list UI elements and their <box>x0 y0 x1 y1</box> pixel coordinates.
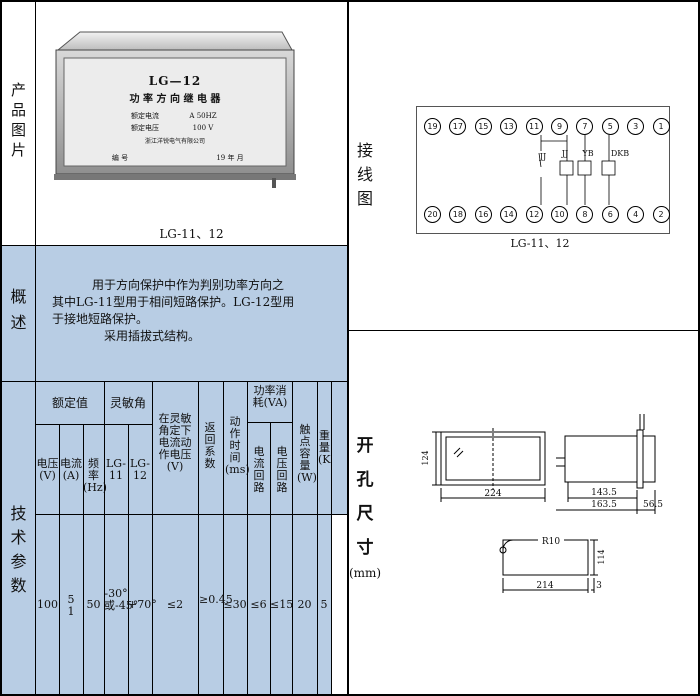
params-header-bg <box>36 382 348 514</box>
terminal-5: 5 <box>601 118 619 135</box>
terminal-17: 17 <box>449 118 467 135</box>
overview-label: 概述 <box>10 287 27 332</box>
spec-line1-value: A 50HZ <box>189 112 217 120</box>
dim-depth2: 163.5 <box>591 500 617 510</box>
serial-label: 编 号 <box>111 154 129 162</box>
value-power-current: ≤6 <box>250 598 267 611</box>
value-return-coef: ≥0.45 <box>199 593 233 606</box>
terminal-19: 19 <box>424 118 441 135</box>
relay-dkb: DKB <box>610 149 630 158</box>
overview-text: 用于方向保护中作为判别功率方向之 其中LG-11型用于相间短路保护。LG-12型… <box>52 278 295 343</box>
device-title: LG—12 <box>148 74 202 88</box>
spec-line2-label: 额定电压 <box>131 124 159 132</box>
header-sens-voltage: 在灵敏角定下电流动作电压(V) <box>158 412 192 473</box>
header-rated-voltage: 电压(V) <box>36 457 59 482</box>
value-weight: 5 <box>320 598 328 611</box>
value-freq: 50 <box>86 598 101 611</box>
cutout-label: 开孔尺寸 (mm) <box>348 436 382 580</box>
relay-jj-left: JJ <box>539 152 547 161</box>
header-lg11: LG-11 <box>105 457 126 482</box>
dim-hole-width: 214 <box>536 581 554 591</box>
terminal-2: 2 <box>652 206 670 223</box>
photo-caption: LG-11、12 <box>159 227 224 241</box>
spec-line1-label: 额定电流 <box>131 112 159 120</box>
maker-name: 浙江洋锐电气有限公司 <box>144 138 205 145</box>
wiring-caption: LG-11、12 <box>510 237 570 250</box>
terminal-18: 18 <box>449 206 467 223</box>
dim-depth3: 56.5 <box>642 500 664 510</box>
terminal-7: 7 <box>576 118 594 135</box>
value-voltage: 100 <box>37 598 58 611</box>
terminal-11: 11 <box>525 118 543 135</box>
value-current: 5 1 <box>67 593 75 618</box>
terminal-15: 15 <box>474 118 492 135</box>
product-photo: LG—12 功 率 方 向 继 电 器 额定电流 A 50HZ 额定电压 100… <box>50 28 300 218</box>
terminal-8: 8 <box>576 206 594 223</box>
relay-jj: JJ <box>561 149 569 158</box>
header-rated-freq: 频率(Hz) <box>83 457 107 494</box>
terminal-20: 20 <box>424 206 441 223</box>
dim-width: 224 <box>484 489 502 499</box>
device-name: 功 率 方 向 继 电 器 <box>129 94 221 105</box>
dim-height: 124 <box>421 450 430 466</box>
terminal-14: 14 <box>500 206 518 223</box>
dim-depth1: 143.5 <box>591 488 617 498</box>
product-photo-label: 产品图片 <box>10 81 26 159</box>
terminal-3: 3 <box>627 118 645 135</box>
terminal-1: 1 <box>652 118 670 135</box>
header-power: 功率消耗(VA) <box>252 384 288 409</box>
header-power-current: 电流回路 <box>253 445 265 494</box>
value-action-time: ≤30 <box>223 598 247 611</box>
header-lg12: LG-12 <box>129 457 150 482</box>
wiring-diagram: JJ JJ YB DKB <box>416 106 670 234</box>
tech-params-label: 技术参数 <box>10 504 27 595</box>
value-power-voltage: ≤15 <box>270 598 294 611</box>
terminal-16: 16 <box>474 206 492 223</box>
header-contact: 触点容量(W) <box>297 423 317 484</box>
terminal-9: 9 <box>551 118 568 135</box>
terminal-6: 6 <box>601 206 619 223</box>
date-label: 19 年 月 <box>216 154 244 162</box>
terminal-13: 13 <box>500 118 518 135</box>
params-label-bg <box>1 382 35 695</box>
header-return-coef: 返回系数 <box>204 421 216 470</box>
terminal-4: 4 <box>627 206 645 223</box>
dim-hole-height: 114 <box>597 549 606 565</box>
terminal-12: 12 <box>525 206 543 223</box>
params-values-bg <box>36 514 332 695</box>
header-rated-current: 电流(A) <box>60 457 82 482</box>
dim-radius: R10 <box>538 536 564 548</box>
overview-content-bg <box>36 246 348 381</box>
header-action-time: 动作时间(ms) <box>225 415 250 476</box>
cutout-diagram: 124 224 143.5 163.5 56.5 R10 114 214 3 <box>418 410 688 600</box>
spec-line2-value: 100 V <box>192 124 214 132</box>
wiring-label: 接线图 <box>356 141 373 208</box>
value-lg12: +70° <box>128 598 157 611</box>
header-sens-angle: 灵敏角 <box>109 396 146 410</box>
terminal-10: 10 <box>551 206 568 223</box>
value-contact: 20 <box>297 598 312 611</box>
relay-yb: YB <box>582 149 594 158</box>
header-weight: 重量(Kg) <box>318 430 331 466</box>
header-rated: 额定值 <box>51 396 88 410</box>
header-power-voltage: 电压回路 <box>276 445 288 494</box>
dim-offset: 3 <box>596 581 602 591</box>
overview-label-bg <box>1 246 35 381</box>
value-sens-voltage: ≤2 <box>166 598 184 611</box>
value-lg11: -30°或-45° <box>104 587 139 612</box>
